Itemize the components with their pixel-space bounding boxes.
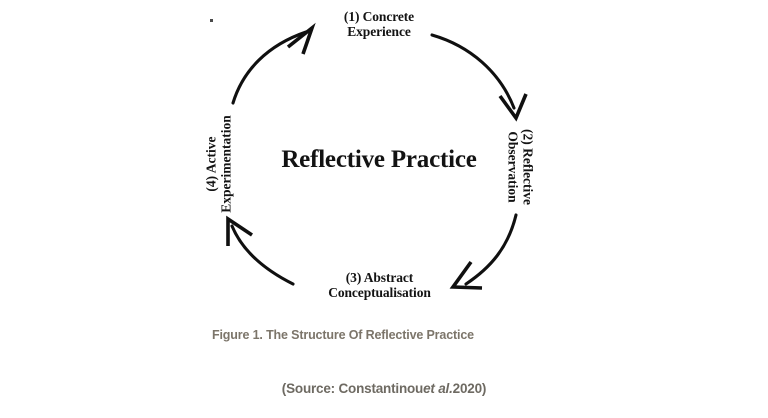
arrow-3-to-4-head xyxy=(226,215,253,246)
node-label-concrete-experience: (1) Concrete Experience xyxy=(309,9,449,39)
arrow-2-to-3 xyxy=(449,213,518,290)
node-label-line2: Experience xyxy=(347,23,411,39)
node-label-line1: (4) Active xyxy=(203,136,219,192)
arrow-4-to-1 xyxy=(231,22,316,105)
arrow-4-to-1-head xyxy=(286,22,316,55)
arrow-3-to-4-arc xyxy=(230,224,295,286)
node-label-active-experimentation: (4) Active Experimentation xyxy=(203,104,235,224)
diagram-center-title: Reflective Practice xyxy=(281,146,477,173)
arrow-1-to-2-arc xyxy=(430,33,516,110)
arrow-2-to-3-head xyxy=(449,260,483,290)
arrow-1-to-2-head xyxy=(498,93,528,122)
source-prefix: (Source: Constantinou xyxy=(281,381,424,396)
node-label-line1: (2) Reflective xyxy=(520,128,536,206)
figure-source-line: (Source: Constantinouet al.2020) xyxy=(0,381,768,396)
node-label-rotation-wrapper: (4) Active Experimentation xyxy=(203,115,233,213)
node-label-line2: Experimentation xyxy=(218,115,233,213)
scan-artifact-dot xyxy=(210,19,213,22)
source-suffix: 2020) xyxy=(452,381,487,396)
arrow-3-to-4 xyxy=(226,215,295,286)
node-label-abstract-conceptualisation: (3) Abstract Conceptualisation xyxy=(297,270,462,300)
node-label-line2: Conceptualisation xyxy=(328,284,431,300)
arrow-2-to-3-arc xyxy=(464,213,518,286)
arrow-4-to-1-arc xyxy=(231,30,308,105)
node-label-line1: (1) Concrete xyxy=(343,9,415,24)
figure-caption: Figure 1. The Structure Of Reflective Pr… xyxy=(212,328,474,342)
node-label-line1: (3) Abstract xyxy=(345,270,414,285)
source-et-al: et al. xyxy=(423,381,453,396)
arrow-1-to-2 xyxy=(430,33,528,122)
